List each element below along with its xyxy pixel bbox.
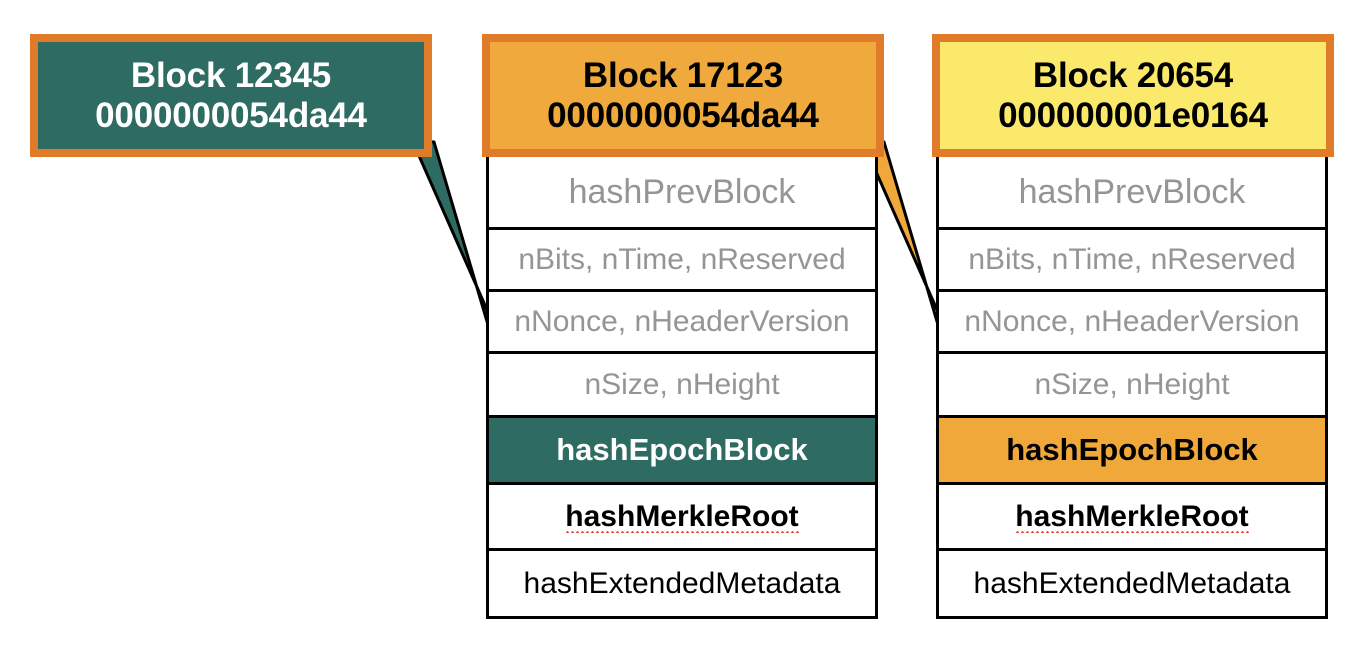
block-header-1[interactable]: Block 12345 0000000054da44: [30, 34, 432, 157]
block-3-field-table: hashPrevBlock nBits, nTime, nReserved nN…: [936, 157, 1328, 619]
block-column-1: Block 12345 0000000054da44: [30, 34, 432, 157]
field-row[interactable]: nSize, nHeight: [939, 351, 1325, 415]
field-label-hashprevblock: hashPrevBlock: [568, 172, 796, 211]
field-label-nsize-nheight: nSize, nHeight: [1034, 367, 1230, 401]
field-row-hashepochblock[interactable]: hashEpochBlock: [939, 415, 1325, 482]
field-row[interactable]: hashExtendedMetadata: [489, 548, 875, 616]
field-label-hashepochblock: hashEpochBlock: [1006, 432, 1258, 467]
field-row[interactable]: nNonce, nHeaderVersion: [939, 289, 1325, 351]
field-label-hashextendedmetadata: hashExtendedMetadata: [523, 566, 841, 600]
field-label-nnonce-nheaderversion: nNonce, nHeaderVersion: [514, 304, 850, 338]
field-label-hashmerkleroot: hashMerkleRoot: [1015, 499, 1250, 533]
block-header-1-hash: 0000000054da44: [95, 95, 367, 135]
block-header-2-hash: 0000000054da44: [547, 95, 819, 135]
block-header-3-hash: 000000001e0164: [998, 95, 1268, 135]
field-label-nbits-ntime-nreserved: nBits, nTime, nReserved: [968, 242, 1296, 276]
block-column-2: Block 17123 0000000054da44 hashPrevBlock…: [482, 34, 884, 619]
field-row[interactable]: nBits, nTime, nReserved: [939, 227, 1325, 289]
field-row[interactable]: hashMerkleRoot: [489, 482, 875, 548]
field-label-nsize-nheight: nSize, nHeight: [584, 367, 780, 401]
field-row-hashepochblock[interactable]: hashEpochBlock: [489, 415, 875, 482]
field-label-hashmerkleroot: hashMerkleRoot: [565, 499, 800, 533]
block-2-field-table: hashPrevBlock nBits, nTime, nReserved nN…: [486, 157, 878, 619]
field-row[interactable]: hashPrevBlock: [489, 157, 875, 227]
field-row[interactable]: hashPrevBlock: [939, 157, 1325, 227]
field-row[interactable]: hashMerkleRoot: [939, 482, 1325, 548]
field-row[interactable]: nBits, nTime, nReserved: [489, 227, 875, 289]
field-row[interactable]: nSize, nHeight: [489, 351, 875, 415]
field-label-hashepochblock: hashEpochBlock: [556, 432, 808, 467]
field-label-nbits-ntime-nreserved: nBits, nTime, nReserved: [518, 242, 846, 276]
field-label-nnonce-nheaderversion: nNonce, nHeaderVersion: [964, 304, 1300, 338]
field-label-hashextendedmetadata: hashExtendedMetadata: [973, 566, 1291, 600]
block-header-3-title: Block 20654: [1032, 56, 1234, 96]
block-column-3: Block 20654 000000001e0164 hashPrevBlock…: [932, 34, 1334, 619]
field-row[interactable]: hashExtendedMetadata: [939, 548, 1325, 616]
block-header-2[interactable]: Block 17123 0000000054da44: [482, 34, 884, 157]
block-header-2-title: Block 17123: [582, 56, 784, 96]
field-row[interactable]: nNonce, nHeaderVersion: [489, 289, 875, 351]
block-header-1-title: Block 12345: [130, 56, 332, 96]
block-header-3[interactable]: Block 20654 000000001e0164: [932, 34, 1334, 157]
field-label-hashprevblock: hashPrevBlock: [1018, 172, 1246, 211]
